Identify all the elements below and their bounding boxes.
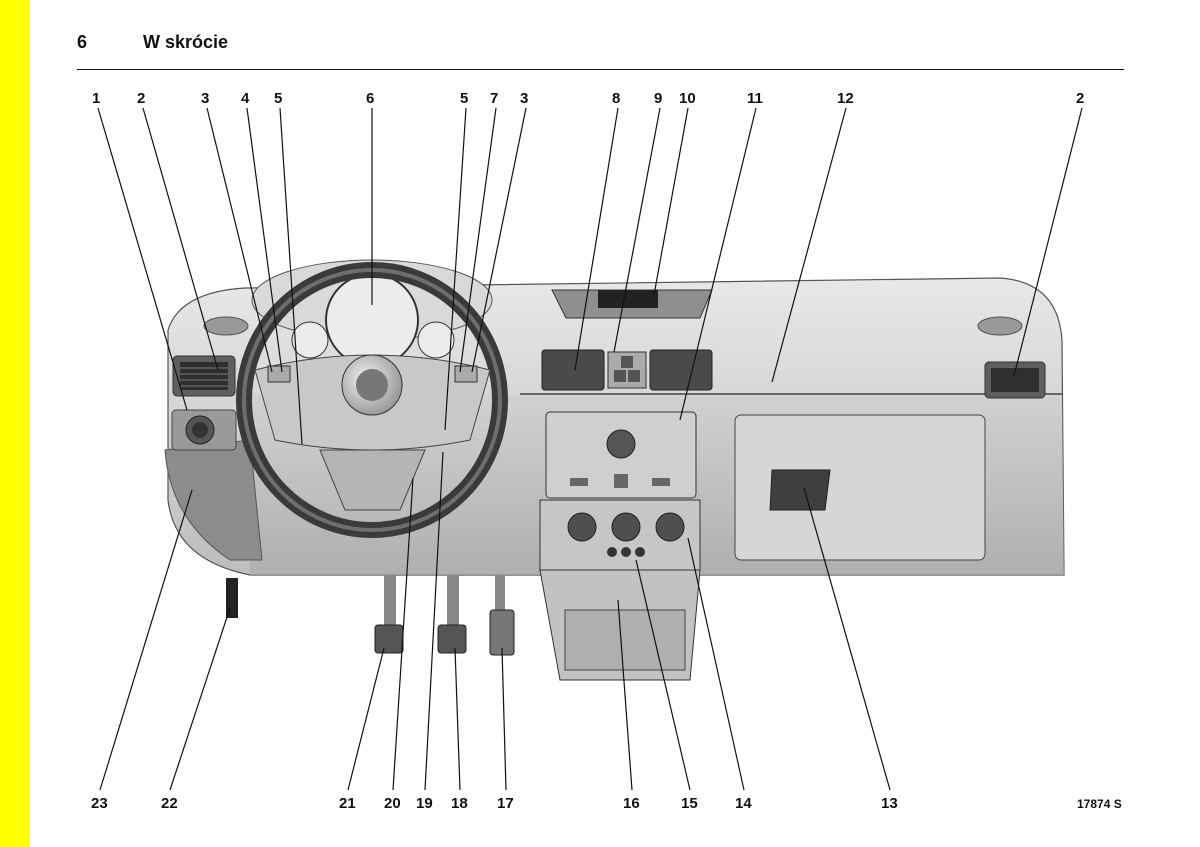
pedals bbox=[374, 575, 515, 656]
callout-13: 13 bbox=[881, 795, 898, 812]
callout-19: 19 bbox=[416, 795, 433, 812]
light-switch bbox=[171, 409, 237, 451]
callout-8: 8 bbox=[612, 90, 620, 107]
page-title: W skrócie bbox=[143, 32, 229, 52]
callout-16: 16 bbox=[623, 795, 640, 812]
climate-controls bbox=[539, 499, 701, 571]
callout-23: 23 bbox=[91, 795, 108, 812]
yellow-side-bar bbox=[0, 0, 30, 847]
right-speaker-grille bbox=[977, 316, 1023, 336]
callout-12: 12 bbox=[837, 90, 854, 107]
glovebox bbox=[734, 414, 986, 561]
centre-air-vents bbox=[541, 349, 713, 391]
radio-unit bbox=[545, 411, 697, 499]
callout-10: 10 bbox=[679, 90, 696, 107]
callout-20: 20 bbox=[384, 795, 401, 812]
bottom-callouts: 23 22 21 20 19 18 17 16 15 14 13 bbox=[91, 795, 898, 812]
callout-22: 22 bbox=[161, 795, 178, 812]
callout-leader-lines bbox=[97, 107, 1083, 791]
callout-1: 1 bbox=[92, 90, 100, 107]
page-number: 6 bbox=[77, 32, 88, 52]
header-rule bbox=[77, 69, 1124, 70]
callout-7: 7 bbox=[490, 90, 498, 107]
top-callouts: 1 2 3 4 5 6 5 7 3 8 9 10 11 12 2 bbox=[92, 90, 1084, 107]
callout-15: 15 bbox=[681, 795, 698, 812]
top-display bbox=[551, 289, 713, 319]
callout-17: 17 bbox=[497, 795, 514, 812]
bonnet-release-lever bbox=[226, 578, 238, 618]
callout-6: 6 bbox=[366, 90, 374, 107]
callout-9: 9 bbox=[654, 90, 662, 107]
callout-11: 11 bbox=[747, 90, 763, 107]
left-air-vent bbox=[172, 355, 236, 397]
right-air-vent bbox=[984, 361, 1046, 399]
callout-5-left: 5 bbox=[274, 90, 282, 107]
callout-18: 18 bbox=[451, 795, 468, 812]
left-speaker-grille bbox=[203, 316, 249, 336]
steering-wheel bbox=[236, 259, 508, 538]
callout-5-right: 5 bbox=[460, 90, 468, 107]
callout-14: 14 bbox=[735, 795, 752, 812]
callout-2-left: 2 bbox=[137, 90, 145, 107]
callout-3-left: 3 bbox=[201, 90, 209, 107]
callout-3-right: 3 bbox=[520, 90, 528, 107]
callout-4: 4 bbox=[241, 90, 250, 107]
callout-21: 21 bbox=[339, 795, 356, 812]
callout-2-right: 2 bbox=[1076, 90, 1084, 107]
figure-code: 17874 S bbox=[1077, 797, 1122, 811]
